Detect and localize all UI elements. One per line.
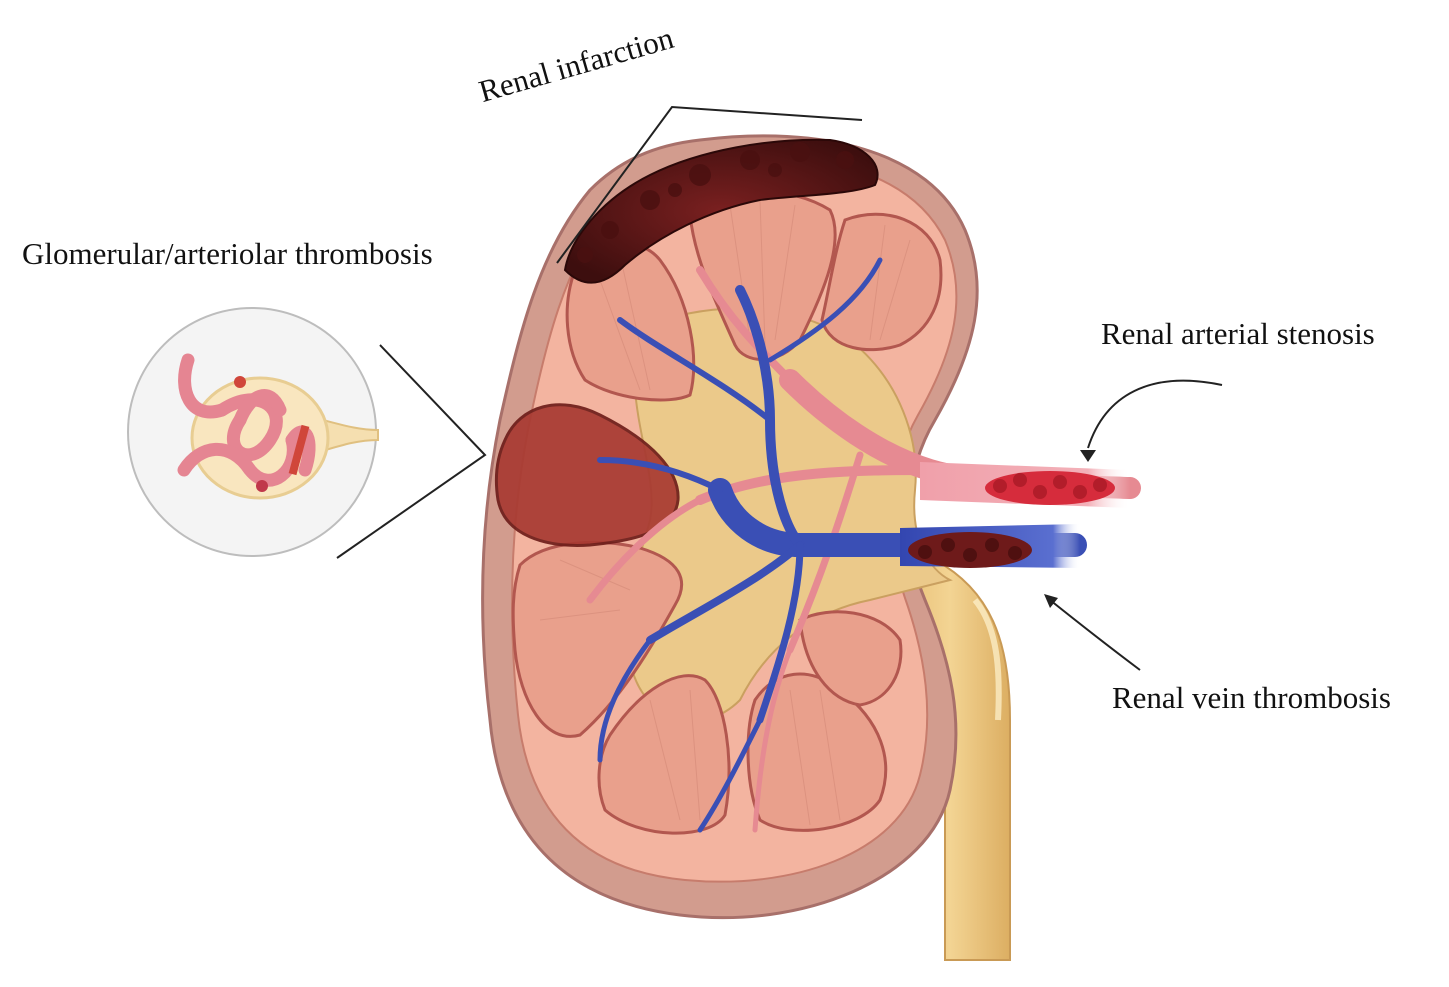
pyramid-bottom-right bbox=[746, 672, 888, 832]
curved-arrow-icon bbox=[1080, 379, 1223, 462]
pyramid-top-right bbox=[820, 212, 943, 352]
label-renal-arterial-stenosis: Renal arterial stenosis bbox=[1101, 316, 1375, 351]
pyramid-lower-left bbox=[511, 540, 684, 738]
infarction-bracket bbox=[556, 105, 863, 264]
infarct-clot-band bbox=[563, 138, 879, 284]
pyramid-right-lower bbox=[798, 610, 903, 707]
glomerular-bracket bbox=[336, 344, 487, 559]
label-glomerular-thrombosis: Glomerular/arteriolar thrombosis bbox=[22, 236, 433, 271]
ureter-highlight bbox=[972, 598, 1002, 721]
artery-clot bbox=[985, 471, 1115, 505]
leader-lines bbox=[336, 105, 863, 559]
infarct-clot-texture bbox=[577, 142, 854, 263]
pyramid-striations bbox=[539, 199, 911, 826]
glomerulus-icon bbox=[127, 307, 379, 557]
vein-clot bbox=[908, 532, 1032, 568]
curved-arrow-icon bbox=[1044, 594, 1141, 671]
label-renal-vein-thrombosis: Renal vein thrombosis bbox=[1112, 680, 1391, 715]
